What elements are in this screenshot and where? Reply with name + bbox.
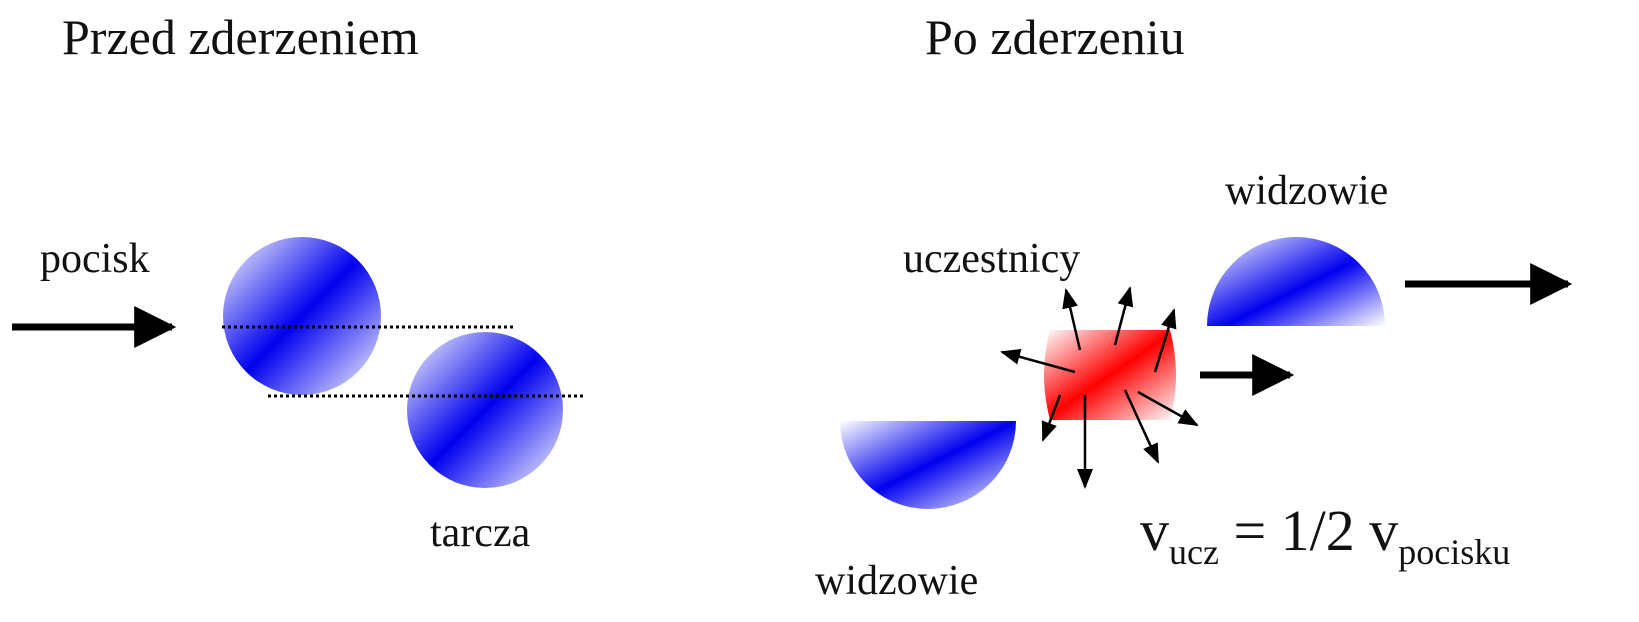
target-nucleus — [407, 332, 563, 488]
participants-label: uczestnicy — [903, 236, 1081, 282]
formula-v1: v — [1140, 498, 1169, 563]
spectators-bottom-fragment — [840, 421, 1016, 509]
formula-middle: = 1/2 v — [1218, 498, 1399, 563]
target-label: tarcza — [430, 510, 531, 556]
participants-fireball — [1044, 330, 1176, 420]
projectile-nucleus — [223, 237, 381, 395]
formula-sub-pocisku: pocisku — [1398, 532, 1511, 572]
before-collision-title: Przed zderzeniem — [62, 9, 419, 65]
spectators-bottom-label: widzowie — [815, 558, 979, 604]
velocity-formula: vucz = 1/2 vpocisku — [1140, 502, 1510, 571]
formula-sub-ucz: ucz — [1169, 532, 1219, 572]
projectile-label: pocisk — [40, 236, 150, 282]
spectators-top-fragment — [1207, 237, 1385, 326]
particle-arrows — [1000, 286, 1199, 489]
after-collision-title: Po zderzeniu — [925, 9, 1185, 65]
spectators-top-label: widzowie — [1225, 168, 1389, 214]
